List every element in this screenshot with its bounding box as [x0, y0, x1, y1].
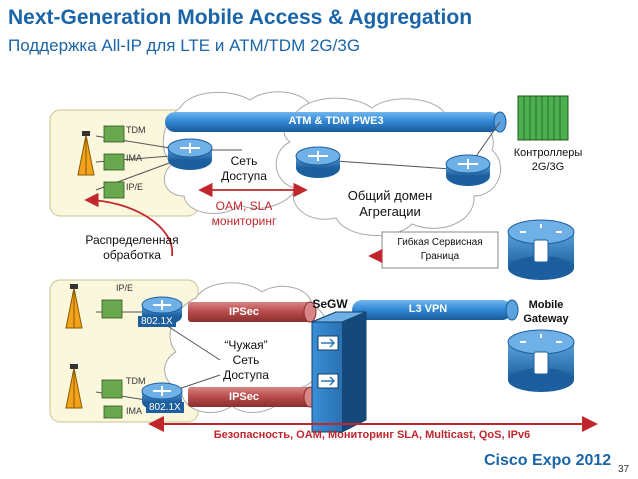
access-network-label: Сеть Доступа — [221, 154, 267, 184]
distributed-label: Распределенная обработка — [85, 233, 178, 263]
page-title: Next-Generation Mobile Access & Aggregat… — [8, 6, 473, 29]
mobile-gateway-top — [507, 219, 575, 280]
router-aggregation-left — [295, 146, 341, 178]
distributed-arrow — [84, 192, 173, 257]
flexible-edge-box — [381, 231, 499, 269]
bottom-banner-label: Безопасность, OAM, Мониторинг SLA, Multi… — [213, 429, 531, 441]
bottom-site-ima-label: IMA — [126, 406, 143, 416]
mobile-gateway-bottom — [507, 329, 575, 392]
router-access-left — [167, 138, 213, 170]
dot1x-bottom-label: 802.1X — [146, 402, 184, 413]
cell-tower-top — [77, 131, 95, 176]
cell-tower-middle — [65, 284, 83, 329]
ipsec-pipe-top — [188, 302, 310, 322]
top-site-ipe-label: IP/E — [126, 182, 144, 192]
flexible-edge-label: Гибкая Сервисная Граница — [397, 236, 482, 264]
router-aggregation-right — [445, 154, 491, 186]
mobile-gateway-label: Mobile Gateway — [523, 298, 568, 326]
ipsec-pipe-bottom — [188, 387, 310, 407]
page-subtitle: Поддержка All-IP для LTE и ATM/TDM 2G/3G — [8, 36, 361, 55]
controllers-rack — [517, 95, 569, 141]
ipsec-top-label: IPSec — [229, 306, 259, 318]
flexible-edge-text: Гибкая Сервисная Граница — [397, 237, 483, 262]
bottom-site-tdm-label: TDM — [126, 376, 146, 386]
aggregation-cloud — [275, 97, 502, 236]
dot1x-top-label: 802.1X — [138, 316, 176, 327]
l3vpn-label: L3 VPN — [408, 303, 448, 315]
controllers-label: Контроллеры 2G/3G — [514, 146, 583, 174]
ipsec-pipe-top-end — [303, 301, 317, 323]
ipsec-bottom-label: IPSec — [229, 391, 259, 403]
bottom-site-ipe-label: IP/E — [116, 283, 134, 293]
footer-brand: Cisco Expo 2012 — [484, 452, 612, 469]
top-site-ima-label: IMA — [126, 153, 143, 163]
controllers-text: Контроллеры 2G/3G — [513, 147, 583, 173]
page-number: 37 — [618, 464, 630, 475]
l3vpn-pipe-end — [505, 299, 519, 321]
atm-tdm-pipe — [165, 112, 500, 132]
segw-label: SeGW — [312, 297, 348, 311]
oam-sla-label: OAM, SLA мониторинг — [212, 199, 277, 229]
bts-racks — [101, 125, 125, 419]
distributed-text: Распределенная обработка — [85, 233, 179, 262]
foreign-network-text: “Чужая” Сеть Доступа — [223, 338, 269, 382]
access-network-text: Сеть Доступа — [221, 154, 267, 183]
top-site-tdm-label: TDM — [126, 125, 146, 135]
mobile-gateway-text: Mobile Gateway — [523, 299, 569, 325]
segw-appliance — [311, 311, 367, 433]
oam-sla-text: OAM, SLA мониторинг — [211, 199, 277, 228]
cell-tower-bottom — [65, 364, 83, 409]
aggregation-domain-text: Общий домен Агрегации — [347, 188, 433, 219]
l3vpn-pipe — [352, 300, 512, 320]
atm-tdm-pipe-label: ATM & TDM PWE3 — [288, 115, 384, 127]
foreign-network-label: “Чужая” Сеть Доступа — [223, 338, 269, 383]
aggregation-domain-label: Общий домен Агрегации — [348, 188, 433, 220]
